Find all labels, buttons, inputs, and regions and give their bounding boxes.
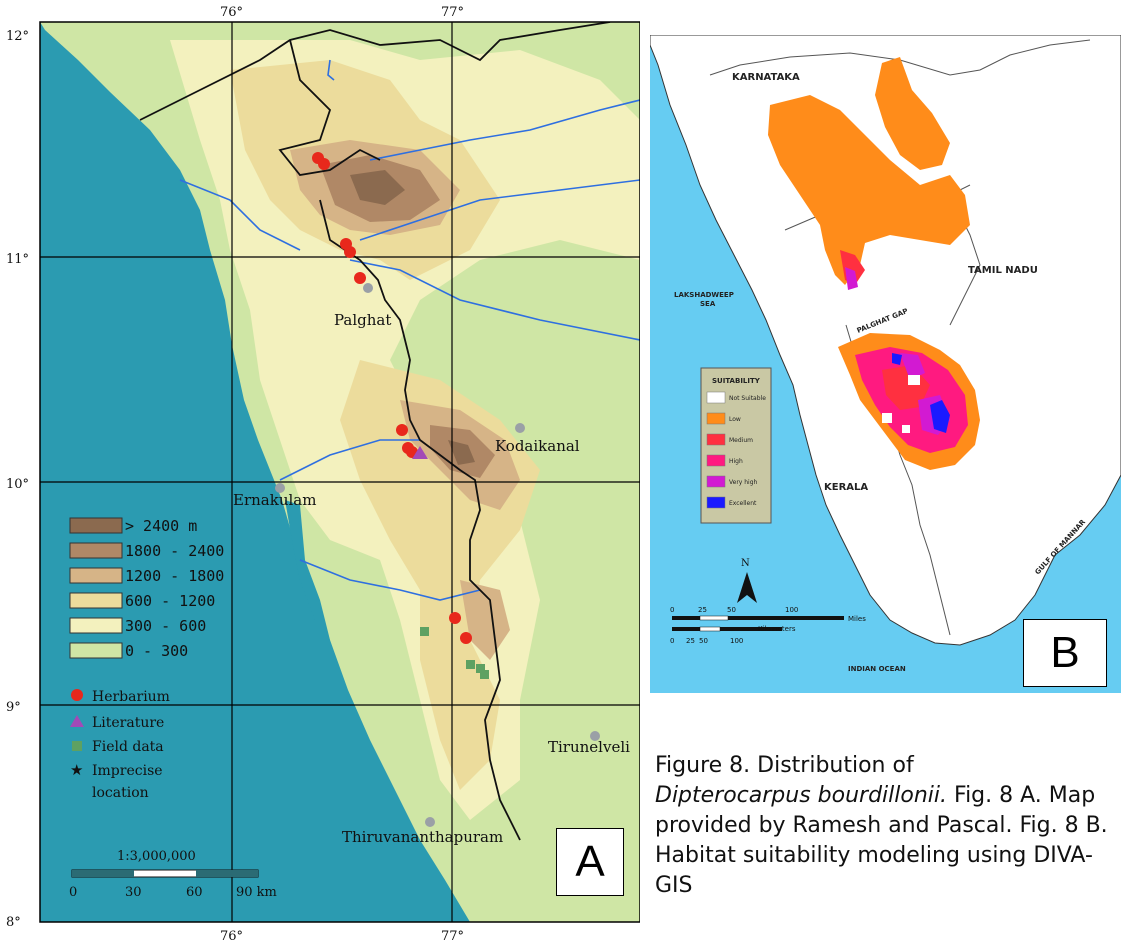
- elevation-1800-2400: [320, 155, 495, 478]
- elevation-legend-label: 600 - 1200: [125, 592, 215, 610]
- legend-herbarium: Herbarium: [92, 689, 170, 705]
- km-tick-25: 25: [686, 637, 695, 645]
- km-unit: Kilometers: [758, 625, 796, 633]
- scale-bar: 1:3,000,000 0 30 60 90 km: [69, 849, 277, 900]
- elevation-swatch: [69, 617, 123, 634]
- backwater-lake: [285, 500, 330, 640]
- lon-label-77-top: 77°: [441, 5, 464, 20]
- star-icon: ★: [70, 761, 83, 779]
- legend-title: SUITABILITY: [712, 377, 761, 385]
- label-kerala: KERALA: [824, 482, 868, 493]
- scale-bars: 0 25 50 100 Miles Kilometers 0 25 50 100: [670, 606, 866, 645]
- miles-tick-0: 0: [670, 606, 674, 614]
- label-tamil-nadu: TAMIL NADU: [968, 265, 1038, 276]
- lat-label-10: 10°: [6, 477, 29, 492]
- herbarium-symbol: [71, 689, 83, 701]
- suitability-legend-label: Very high: [729, 479, 758, 486]
- field-data-points: [420, 627, 489, 679]
- lat-label-8: 8°: [6, 915, 21, 930]
- caption-species: Dipterocarpus bourdillonii.: [655, 783, 948, 808]
- elevation-600-1200: [230, 60, 540, 790]
- elevation-1200-1800: [290, 140, 520, 660]
- elevation-swatch: [69, 642, 123, 659]
- legend-literature: Literature: [92, 715, 164, 731]
- elevation-legend-label: 1800 - 2400: [125, 542, 224, 560]
- label-palghat: Palghat: [334, 311, 391, 329]
- label-indian-ocean: INDIAN OCEAN: [848, 665, 906, 673]
- elevation-legend-label: 300 - 600: [125, 617, 206, 635]
- elevation-swatch: [69, 542, 123, 559]
- lat-label-12: 12°: [6, 29, 29, 44]
- graticule: [40, 22, 640, 922]
- lat-label-11: 11°: [6, 252, 29, 267]
- panel-letter-b: B: [1023, 619, 1107, 687]
- label-lakshadweep: LAKSHADWEEP: [674, 291, 734, 299]
- scale-tick-60: 60: [186, 885, 203, 900]
- city-dots: [275, 283, 600, 827]
- suitability-swatch: [706, 454, 726, 467]
- elevation-over-2400: [350, 170, 475, 465]
- symbol-legend: Herbarium Literature Field data ★ Imprec…: [70, 689, 170, 801]
- elevation-swatch: [69, 567, 123, 584]
- legend-imprecise: Imprecise: [92, 763, 163, 779]
- suitability-legend-label: Excellent: [729, 500, 757, 507]
- suitability-swatch: [706, 496, 726, 509]
- miles-unit: Miles: [848, 615, 866, 623]
- north-label: N: [741, 558, 750, 569]
- lon-label-76-top: 76°: [220, 5, 243, 20]
- label-kodaikanal: Kodaikanal: [495, 437, 580, 455]
- north-arrow-icon: N: [737, 558, 757, 603]
- literature-symbol: [70, 715, 84, 727]
- state-borders: [139, 22, 611, 841]
- elevation-legend-label: > 2400 m: [125, 517, 197, 535]
- scale-tick-0: 0: [69, 885, 77, 900]
- suitability-swatch: [706, 475, 726, 488]
- suitability-raster: [768, 57, 980, 470]
- miles-tick-25: 25: [698, 606, 707, 614]
- suitability-legend-label: High: [729, 458, 743, 465]
- scale-tick-30: 30: [125, 885, 142, 900]
- suitability-legend-label: Low: [729, 416, 741, 423]
- rivers: [179, 59, 640, 601]
- elevation-swatch: [69, 517, 123, 534]
- scale-ratio: 1:3,000,000: [117, 849, 196, 864]
- miles-tick-50: 50: [727, 606, 736, 614]
- lat-label-9: 9°: [6, 700, 21, 715]
- caption-rest: Fig. 8 A. Map provided by Ramesh and Pas…: [655, 783, 1108, 898]
- suitability-swatch: [706, 412, 726, 425]
- caption-prefix: Figure 8. Distribution of: [655, 753, 914, 778]
- label-sea: SEA: [700, 300, 716, 308]
- field-data-symbol: [72, 741, 82, 751]
- elevation-legend-label: 0 - 300: [125, 642, 188, 660]
- label-ernakulam: Ernakulam: [233, 491, 316, 509]
- suitability-legend-label: Not Suitable: [729, 395, 766, 402]
- elevation-legend: > 2400 m 1800 - 2400 1200 - 1800 600 - 1200…: [69, 517, 224, 660]
- figure-caption: Figure 8. Distribution of Dipterocarpus b…: [655, 751, 1115, 901]
- lon-label-76-bottom: 76°: [220, 929, 243, 944]
- suitability-map: KARNATAKA TAMIL NADU KERALA LAKSHADWEEP …: [650, 35, 1121, 693]
- literature-point: [412, 446, 428, 459]
- scale-tick-90: 90 km: [236, 885, 277, 900]
- label-tirunelveli: Tirunelveli: [548, 738, 630, 756]
- elevation-swatch: [69, 592, 123, 609]
- suitability-swatch: [706, 391, 726, 404]
- elevation-legend-label: 1200 - 1800: [125, 567, 224, 585]
- km-tick-100: 100: [730, 637, 743, 645]
- legend-field-data: Field data: [92, 739, 164, 755]
- km-tick-0: 0: [670, 637, 674, 645]
- legend-location: location: [92, 785, 149, 801]
- suitability-swatch: [706, 433, 726, 446]
- label-karnataka: KARNATAKA: [732, 72, 800, 83]
- lon-label-77-bottom: 77°: [441, 929, 464, 944]
- label-thiruvananthapuram: Thiruvananthapuram: [342, 828, 503, 846]
- elevation-map: Palghat Kodaikanal Ernakulam Tirunelveli…: [6, 5, 640, 944]
- suitability-legend: SUITABILITY Not SuitableLowMediumHighVer…: [700, 367, 772, 524]
- km-tick-50: 50: [699, 637, 708, 645]
- miles-tick-100: 100: [785, 606, 798, 614]
- panel-letter-a: A: [556, 828, 624, 896]
- suitability-legend-label: Medium: [729, 437, 753, 444]
